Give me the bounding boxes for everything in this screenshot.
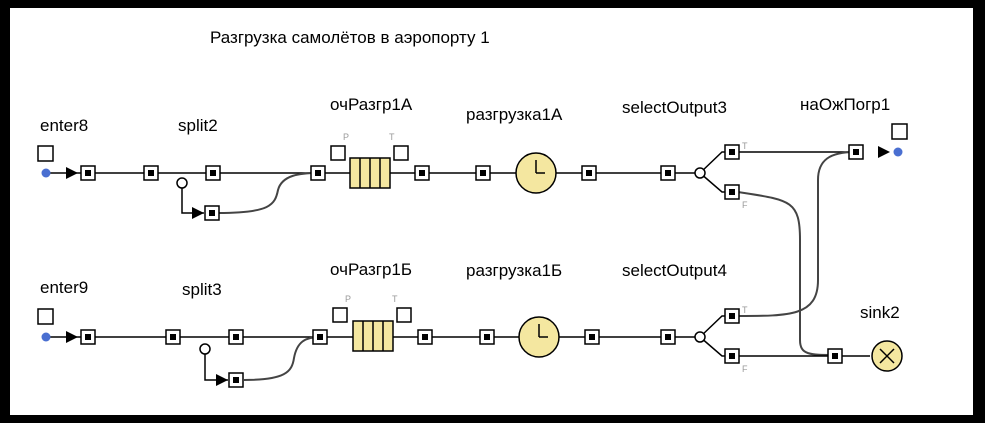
split2-icon[interactable] <box>176 177 188 189</box>
enter8-icon[interactable] <box>37 145 54 162</box>
queue1a-icon[interactable] <box>349 157 391 189</box>
select3-false-label: F <box>742 200 748 210</box>
select4-true-label: T <box>742 305 748 315</box>
clock-icon[interactable] <box>518 316 560 358</box>
select3-false-wire <box>737 191 836 356</box>
queue1b-p-label: P <box>345 294 351 304</box>
clock-icon[interactable] <box>515 152 557 194</box>
select4-icon[interactable] <box>694 331 706 343</box>
delay1a-label: разгрузка1А <box>466 105 563 124</box>
queue1a-t-port[interactable] <box>393 145 409 161</box>
split3-join-wire <box>243 336 321 381</box>
select3-label: selectOutput3 <box>622 98 727 117</box>
enter9-source-dot <box>41 332 51 342</box>
diagram-title: Разгрузка самолётов в аэропорту 1 <box>210 28 490 47</box>
queue1b-label: очРазгр1Б <box>330 260 412 279</box>
queue1b-t-port[interactable] <box>396 307 412 323</box>
queue1a-p-port[interactable] <box>330 145 346 161</box>
split3-icon[interactable] <box>199 343 211 355</box>
enter9-icon[interactable] <box>37 308 54 325</box>
naozh-icon[interactable] <box>891 123 908 140</box>
select4-label: selectOutput4 <box>622 261 727 280</box>
sink2-label: sink2 <box>860 303 900 322</box>
split2-join-wire <box>217 172 319 214</box>
queue1b-t-label: T <box>392 294 398 304</box>
enter9-label: enter9 <box>40 278 88 297</box>
enter8-label: enter8 <box>40 116 88 135</box>
select4-false-label: F <box>742 364 748 374</box>
queue1b-p-port[interactable] <box>332 307 348 323</box>
enter8-source-dot <box>41 168 51 178</box>
select4-true-wire <box>737 151 856 317</box>
queue1a-p-label: P <box>343 132 349 142</box>
delay1b-label: разгрузка1Б <box>466 261 562 280</box>
naozh-label: наОжПогр1 <box>800 95 890 114</box>
queue1b-icon[interactable] <box>352 320 394 352</box>
split2-label: split2 <box>178 116 218 135</box>
diagram-background <box>10 8 973 415</box>
split3-label: split3 <box>182 280 222 299</box>
select3-icon[interactable] <box>694 167 706 179</box>
queue1a-t-label: T <box>389 132 395 142</box>
naozh-exit-dot <box>893 147 903 157</box>
enter8-arrow <box>66 167 78 179</box>
select3-true-label: T <box>742 141 748 151</box>
sink-icon[interactable] <box>871 340 903 372</box>
queue1a-label: очРазгр1А <box>330 95 413 114</box>
